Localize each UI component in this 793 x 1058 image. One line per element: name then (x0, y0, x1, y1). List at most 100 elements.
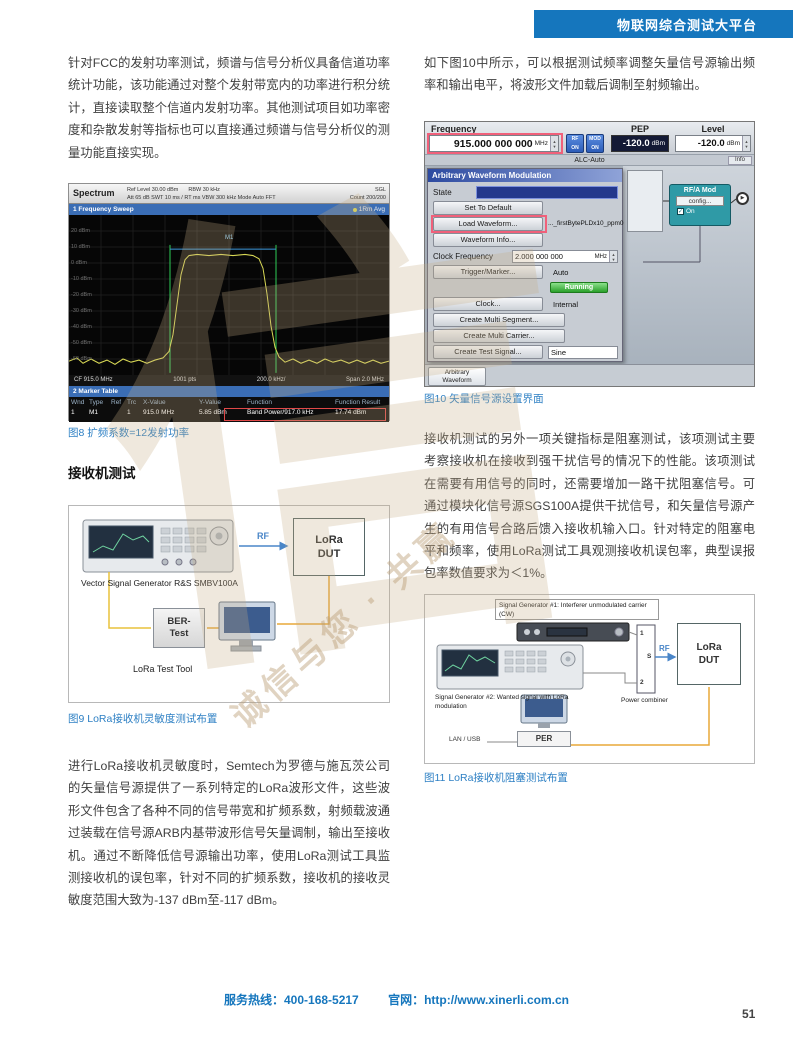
rf-arrow-label: RF (257, 531, 269, 541)
tab-label-line: Waveform (442, 377, 472, 384)
spinner-icon: ▲▼ (550, 136, 558, 151)
on-label: On (686, 208, 695, 215)
signal-generator-image (82, 519, 234, 573)
create-multi-carrier-button: Create Multi Carrier... (433, 329, 565, 343)
computer-image (218, 601, 276, 652)
section-heading-receiver-test: 接收机测试 (68, 466, 136, 481)
trace-color-dot-icon (352, 207, 357, 212)
marker-table-header-cell: X-Value (143, 399, 166, 406)
marker-table-header-cell: Function Result (335, 399, 381, 406)
mod-on-button: MOD ON (586, 134, 604, 153)
spectrum-plot (69, 215, 389, 375)
hidden-panel (627, 170, 663, 232)
marker-table-cell: Band Power/917.0 kHz (247, 409, 314, 416)
page-header-bar: 物联网综合测试大平台 (534, 10, 793, 38)
mod-chip-line: ON (591, 145, 599, 151)
level-field: -120.0 dBm ▲▼ (675, 135, 751, 152)
pep-value: -120.0 (622, 138, 650, 149)
figure-10-caption: 图10 矢量信号源设置界面 (424, 393, 544, 405)
y-axis-label: 10 dBm (71, 244, 90, 250)
loaded-waveform-name: ..._firstBytePLDx10_ppm0 (548, 220, 624, 227)
test-signal-value: Sine (551, 348, 567, 357)
spectrum-trace (69, 253, 389, 365)
arbitrary-waveform-tab: Arbitrary Waveform (428, 367, 486, 386)
power-combiner-box (636, 624, 656, 694)
figure-10-signal-generator-ui: Frequency 915.000 000 000 MHz ▲▼ RF ON M… (424, 121, 755, 387)
sweep-settings-readout: Att 65 dB SWT 10 ms / RT ms VBW 300 kHz … (127, 195, 276, 201)
pep-label: PEP (630, 124, 649, 134)
y-axis-label: -50 dBm (71, 340, 92, 346)
footer-website-link[interactable]: http://www.xinerli.com.cn (424, 993, 569, 1007)
clock-frequency-label: Clock Frequency (433, 252, 494, 261)
generator-2-label: Signal Generator #2: Wanted signal with … (435, 694, 569, 710)
trace-legend-label: 1Rm Avg (358, 206, 385, 213)
frequency-field: 915.000 000 000 MHz ▲▼ (429, 135, 559, 152)
marker-table: Wnd Type Ref Trc X-Value Y-Value Functio… (69, 397, 389, 422)
marker-table-cell: 17.74 dBm (335, 409, 367, 416)
figure-9-sensitivity-setup: Vector Signal Generator R&S SMBV100A RF … (68, 505, 390, 703)
ber-test-box: BER- Test (153, 608, 205, 648)
figure-9-caption: 图9 LoRa接收机灵敏度测试布置 (68, 713, 218, 725)
create-multi-segment-button: Create Multi Segment... (433, 313, 565, 327)
generator-caption-label: Vector Signal Generator R&S SMBV100A (81, 578, 238, 588)
lora-dut-box: LoRa DUT (677, 623, 741, 685)
figure-9-drawing (82, 519, 330, 652)
paragraph-sensitivity-test: 进行LoRa接收机灵敏度时，Semtech为罗德与施瓦茨公司的矢量信号源提供了一… (68, 759, 390, 908)
marker-m1-label: M1 (225, 235, 234, 241)
marker-table-cell (111, 408, 127, 418)
page-number: 51 (742, 1007, 756, 1021)
diagram-lines (643, 198, 737, 263)
marker-table-header-cell: Wnd (71, 399, 85, 406)
page-footer: 服务热线：400-168-5217 官网：http://www.xinerli.… (0, 991, 793, 1008)
pep-unit: dBm (651, 140, 665, 147)
tab-label-line: Arbitrary (444, 369, 470, 376)
signal-generator-2-image (436, 644, 584, 690)
rf-a-mod-title: RF/A Mod (683, 187, 717, 194)
marker-table-cell: M1 (89, 409, 99, 416)
marker-table-titlebar: 2 Marker Table (69, 386, 389, 397)
window-title: 1 Frequency Sweep (73, 206, 134, 213)
marker-table-header-cell: Y-Value (199, 399, 222, 406)
trigger-mode-value: Auto (553, 268, 569, 277)
span-label: Span 2.0 MHz (345, 377, 384, 383)
per-division-label: 200.0 kHz/ (256, 377, 286, 383)
page-header-title: 物联网综合测试大平台 (616, 17, 757, 33)
figure-8-caption: 图8 扩频系数=12发射功率 (68, 427, 190, 439)
clock-frequency-value: 2.000 000 000 (515, 252, 563, 261)
ref-level-readout: Ref Level 30.00 dBm (127, 187, 179, 193)
combiner-port-2-label: 2 (640, 679, 644, 686)
rf-chip-line: ON (571, 145, 579, 151)
frequency-value: 915.000 000 000 (453, 137, 533, 150)
y-axis-label: -10 dBm (71, 276, 92, 282)
info-button: Info (728, 156, 752, 165)
x-axis-labels: CF 915.0 MHz 1001 pts 200.0 kHz/ Span 2.… (69, 375, 389, 386)
level-unit: dBm (726, 140, 740, 147)
frequency-section-label: Frequency (431, 124, 477, 134)
y-axis-label: -20 dBm (71, 292, 92, 298)
alc-label: ALC-Auto (574, 157, 605, 164)
spinner-icon: ▲▼ (742, 136, 750, 151)
generator-bottom-bar: Arbitrary Waveform (425, 364, 754, 386)
running-status-badge: Running (550, 282, 608, 293)
figure-11-blocking-setup: Signal Generator #1: Interferer unmodula… (424, 594, 755, 764)
level-label: Level (701, 124, 725, 134)
marker-table-header-cell: Trc (127, 399, 137, 406)
marker-table-cell: 1 (71, 409, 75, 416)
dialog-titlebar: Arbitrary Waveform Modulation (428, 169, 622, 182)
marker-table-cell: 5.85 dBm (199, 409, 227, 416)
lora-dut-box: LoRa DUT (293, 518, 365, 576)
marker-table-row: 1 M1 1 915.0 MHz 5.85 dBm Band Power/917… (69, 408, 389, 418)
y-axis-label: 20 dBm (71, 228, 90, 234)
ber-label-line: Test (169, 628, 189, 639)
y-axis-label: -40 dBm (71, 324, 92, 330)
y-axis-label: 0 dBm (71, 260, 87, 266)
arbitrary-waveform-dialog: Arbitrary Waveform Modulation State Set … (427, 168, 624, 362)
set-to-default-button: Set To Default (433, 201, 543, 215)
frequency-sweep-titlebar: 1 Frequency Sweep 1Rm Avg (69, 204, 389, 215)
combiner-input-lines (487, 631, 638, 743)
trigger-marker-button: Trigger/Marker... (433, 265, 543, 279)
create-test-signal-button: Create Test Signal... (433, 345, 543, 359)
